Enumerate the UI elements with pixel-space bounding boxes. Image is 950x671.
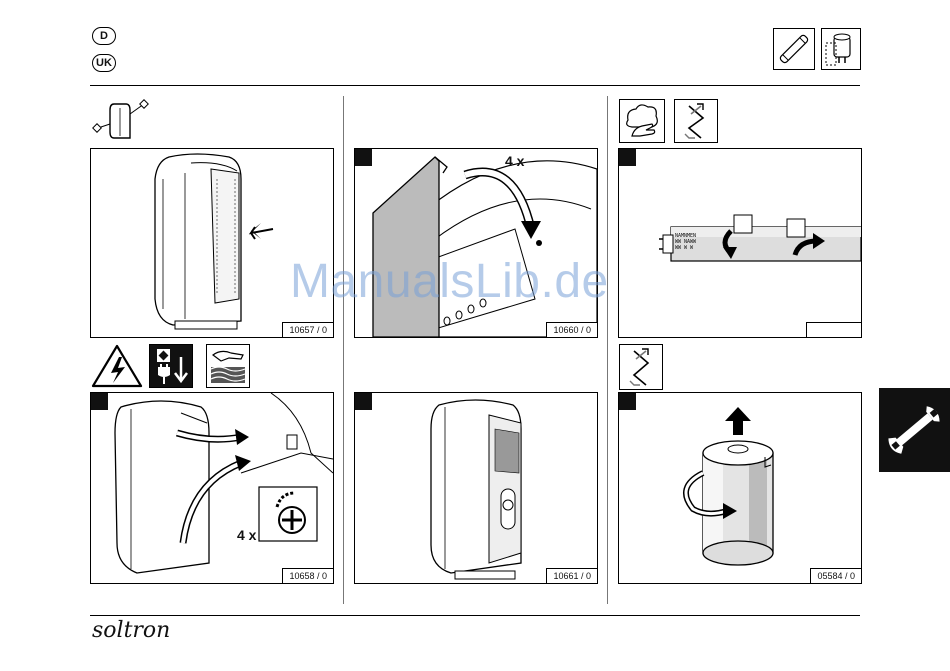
maintenance-tab	[879, 388, 950, 472]
tube-print-text: NAMNMEN WW NAWW WW W W	[675, 233, 696, 251]
step-panel-remove-cover: 10657 / 0	[90, 148, 334, 338]
hot-surface-icon	[206, 344, 250, 388]
header-rule	[90, 85, 860, 86]
column-divider	[343, 96, 344, 604]
lang-badge-de: D	[92, 27, 116, 45]
clean-hands-icon	[619, 99, 665, 143]
lang-badge-uk: UK	[92, 54, 116, 72]
step-number-box	[619, 393, 636, 410]
electric-hazard-icon	[91, 343, 143, 389]
figure-caption: 10661 / 0	[546, 568, 597, 583]
open-unit-illustration	[355, 393, 597, 583]
figure-caption: 10657 / 0	[282, 322, 333, 337]
step-number-box	[355, 149, 372, 166]
unplug-power-icon	[149, 344, 193, 388]
figure-caption	[806, 322, 861, 337]
step-panel-rotate-tube: NAMNMEN WW NAWW WW W W	[618, 148, 862, 338]
screw-removal-illustration	[91, 393, 333, 583]
figure-caption: 10660 / 0	[546, 322, 597, 337]
brand-logo: soltron	[92, 618, 170, 643]
starter-replacement-illustration	[619, 393, 861, 583]
tube-icon	[773, 28, 815, 70]
step-panel-remove-screws: 4 x 10658 / 0	[90, 392, 334, 584]
rotate-view-icon	[90, 98, 150, 144]
step-number-box	[91, 393, 108, 410]
step-number-box	[355, 393, 372, 410]
screw-count-label: 4 x	[237, 527, 256, 543]
replace-icon	[619, 344, 663, 390]
replace-icon	[674, 99, 718, 143]
step-panel-unscrew-panel: 4 x 10660 / 0	[354, 148, 598, 338]
tube-rotation-illustration	[619, 149, 861, 337]
figure-caption: 05584 / 0	[810, 568, 861, 583]
wrench-icon	[879, 388, 950, 472]
figure-caption: 10658 / 0	[282, 568, 333, 583]
step-panel-replace-starter: 05584 / 0	[618, 392, 862, 584]
step-panel-open-unit: 10661 / 0	[354, 392, 598, 584]
watermark: ManualsLib.de	[290, 254, 609, 309]
screw-count-label: 4 x	[505, 153, 524, 169]
step-number-box	[619, 149, 636, 166]
starter-icon	[821, 28, 861, 70]
footer-rule	[90, 615, 860, 616]
column-divider	[607, 96, 608, 604]
